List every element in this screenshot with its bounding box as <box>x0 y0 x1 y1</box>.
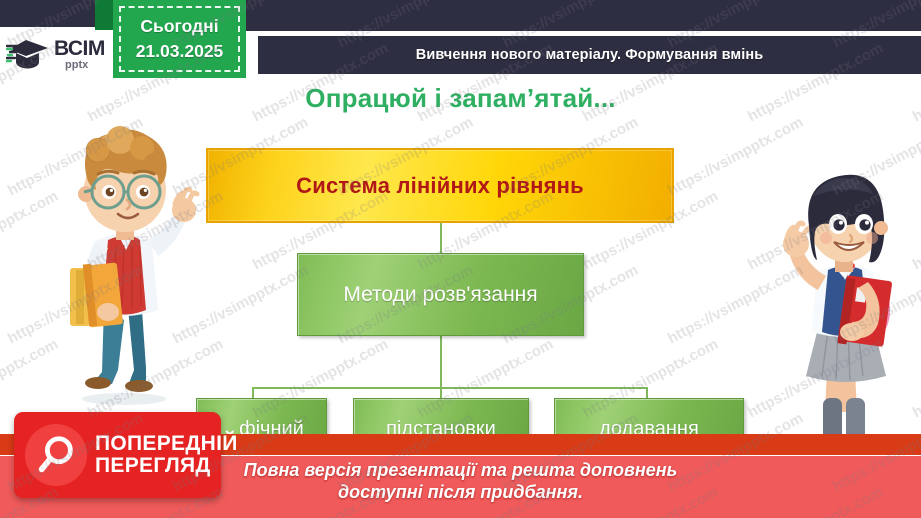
graduation-cap-icon <box>6 37 50 71</box>
girl-student-illustration <box>768 150 921 470</box>
diagram-root-box: Система лінійних рівнянь <box>206 148 674 223</box>
brand-name: ВСІМ <box>54 36 105 60</box>
brand-subtitle: pptx <box>65 58 89 71</box>
preview-badge-line1: ПОПЕРЕДНІЙ <box>95 432 238 456</box>
diagram-methods-label: Методи розв'язання <box>343 282 538 306</box>
purchase-notice-line1: Повна версія презентації та решта доповн… <box>243 459 678 480</box>
diagram-root-label: Система лінійних рівнянь <box>296 172 584 198</box>
boy-student-illustration <box>32 120 217 410</box>
purchase-notice-line2: доступні після придбання. <box>338 482 583 502</box>
connector-methods-down <box>440 336 442 388</box>
preview-badge-line2: ПЕРЕГЛЯД <box>95 454 211 477</box>
lesson-stage-text: Вивчення нового матеріалу. Формування вм… <box>415 47 764 63</box>
diagram-methods-box: Методи розв'язання <box>297 253 584 336</box>
preview-badge[interactable]: ПОПЕРЕДНІЙ ПЕРЕГЛЯД <box>14 412 237 498</box>
today-date-badge: Сьогодні 21.03.2025 <box>113 0 246 78</box>
page-title: Опрацюй і запам’ятай... <box>305 83 616 113</box>
brand-logo[interactable]: ВСІМ pptx <box>0 27 118 81</box>
connector-drop-3 <box>646 387 648 400</box>
today-label: Сьогодні <box>140 16 219 36</box>
purchase-notice-text: Повна версія презентації та решта доповн… <box>244 459 678 504</box>
connector-root-to-methods <box>440 223 442 253</box>
banner-top-rule <box>0 455 921 456</box>
connector-drop-1 <box>252 387 254 400</box>
today-date: 21.03.2025 <box>135 41 224 61</box>
connector-drop-2 <box>440 387 442 400</box>
connector-horizontal <box>252 387 648 389</box>
magnifier-icon <box>25 424 87 486</box>
lesson-stage-banner: Вивчення нового матеріалу. Формування вм… <box>258 36 921 74</box>
